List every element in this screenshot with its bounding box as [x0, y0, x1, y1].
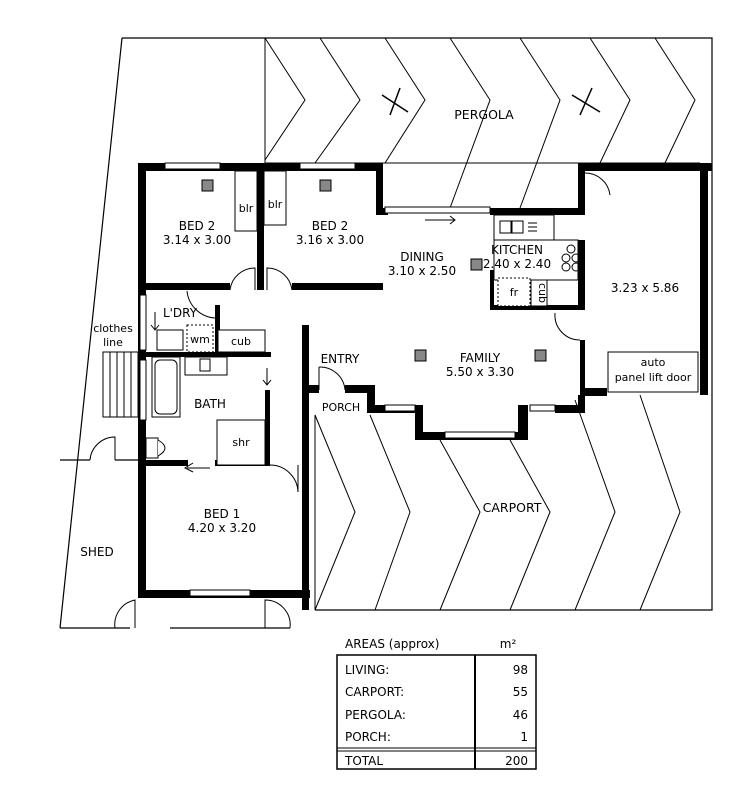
- blr-label-2: blr: [268, 198, 283, 211]
- area-label-carport: CARPORT:: [345, 685, 404, 699]
- bed2b-name: BED 2: [312, 219, 349, 233]
- kitchen-name: KITCHEN: [491, 243, 543, 257]
- bed2a-name: BED 2: [179, 219, 216, 233]
- bed1-size: 4.20 x 3.20: [188, 521, 256, 535]
- area-label-pergola: PERGOLA:: [345, 708, 406, 722]
- area-value-porch: 1: [520, 730, 528, 744]
- dining-name: DINING: [400, 250, 444, 264]
- area-label-living: LIVING:: [345, 663, 389, 677]
- areas-unit: m²: [500, 637, 517, 651]
- garage-door-label-2: panel lift door: [615, 371, 692, 384]
- laundry-label: L'DRY: [163, 306, 198, 320]
- area-label-porch: PORCH:: [345, 730, 391, 744]
- family-size: 5.50 x 3.30: [446, 365, 514, 379]
- area-value-carport: 55: [513, 685, 528, 699]
- pergola-post-icon: [381, 87, 601, 116]
- shed-label: SHED: [80, 545, 113, 559]
- bed2b-size: 3.16 x 3.00: [296, 233, 364, 247]
- area-label-total: TOTAL: [344, 754, 383, 768]
- cooktop-icon: [561, 244, 581, 272]
- bed1-name: BED 1: [204, 507, 241, 521]
- clothes-line-label-2: line: [103, 336, 123, 349]
- carport-label: CARPORT: [483, 500, 542, 515]
- area-value-living: 98: [513, 663, 528, 677]
- bath-label: BATH: [194, 397, 226, 411]
- clothes-line-label-1: clothes: [93, 322, 133, 335]
- garage-door-label-1: auto: [641, 356, 666, 369]
- carport-hatching: [314, 394, 681, 611]
- kitchen-size: 2.40 x 2.40: [483, 257, 551, 271]
- sink-icon: [499, 220, 537, 234]
- doors: [89, 172, 611, 629]
- site-boundary: [59, 37, 713, 629]
- fixtures: [145, 170, 699, 466]
- fridge-label: fr: [510, 286, 519, 299]
- area-value-pergola: 46: [513, 708, 528, 722]
- clothes-line-icon: [102, 351, 139, 418]
- area-value-total: 200: [505, 754, 528, 768]
- garage-size: 3.23 x 5.86: [611, 281, 679, 295]
- entry-label: ENTRY: [321, 352, 360, 366]
- shr-label: shr: [232, 436, 250, 449]
- wm-label: wm: [190, 333, 210, 346]
- laundry-cub-label: cub: [231, 335, 251, 348]
- pergola-label: PERGOLA: [454, 107, 514, 122]
- blr-label-1: blr: [239, 202, 254, 215]
- porch-label: PORCH: [322, 401, 360, 414]
- kitchen-cub-label: cub: [536, 283, 549, 303]
- family-name: FAMILY: [460, 351, 501, 365]
- areas-title: AREAS (approx): [345, 637, 439, 651]
- areas-table: AREAS (approx) m² LIVING: 98 CARPORT: 55…: [336, 637, 537, 770]
- windows: [139, 162, 556, 597]
- bed2a-size: 3.14 x 3.00: [163, 233, 231, 247]
- ceiling-vent-icons: [201, 179, 547, 362]
- dining-size: 3.10 x 2.50: [388, 264, 456, 278]
